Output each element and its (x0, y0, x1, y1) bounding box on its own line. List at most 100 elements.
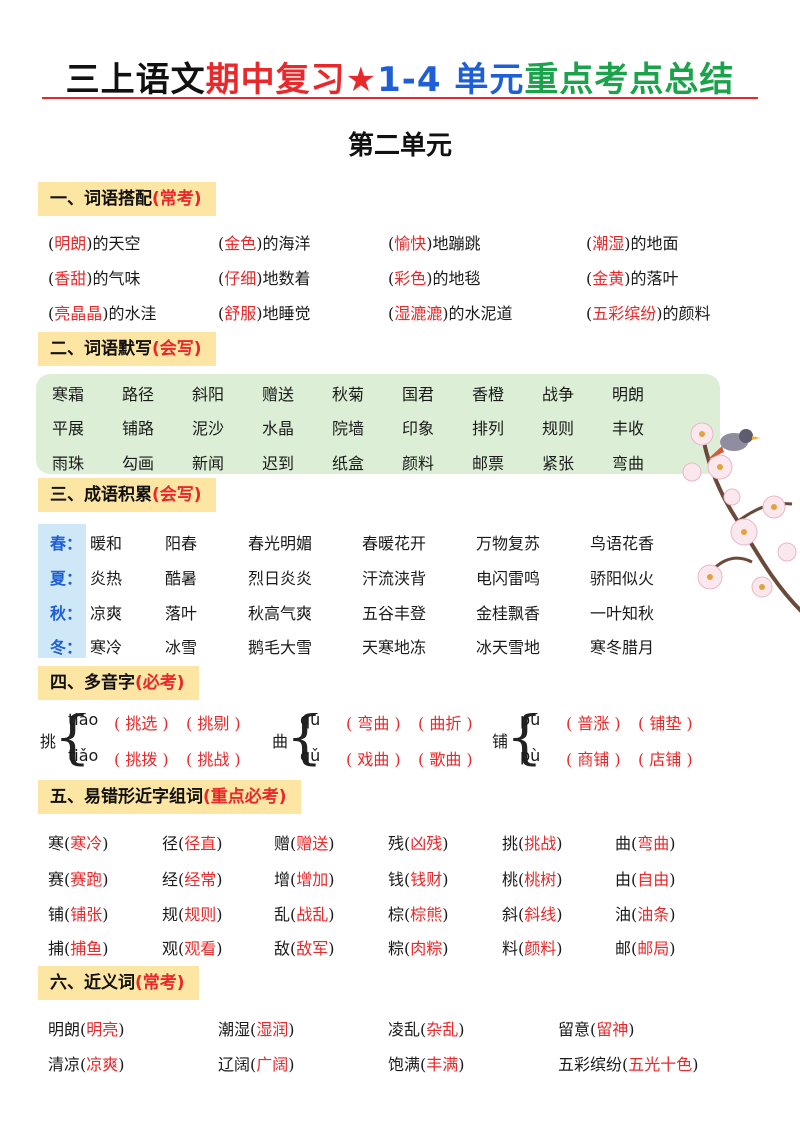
polyphone-word: ( 普涨 ) (566, 710, 621, 734)
base-char: 钱 (388, 870, 405, 889)
paren-open: ( (638, 714, 650, 733)
section-title: 二、词语默写 (50, 339, 152, 359)
phrase-tail: 的水泥道 (448, 304, 513, 323)
dictation-word: 弯曲 (612, 454, 645, 473)
paren-close: ) (328, 834, 335, 853)
answer-word: 自由 (637, 870, 670, 889)
paren-open: ( (80, 1055, 87, 1074)
paren-close: ) (681, 714, 693, 733)
paren-open: ( (250, 1055, 257, 1074)
paren-open: ( (388, 234, 395, 253)
paren-close: ) (389, 714, 401, 733)
paren-open: ( (404, 905, 411, 924)
paren-close: ) (102, 834, 109, 853)
idiom-word: 春暖花开 (362, 534, 427, 553)
paren-open: ( (418, 750, 430, 769)
answer-word: 赛跑 (70, 870, 103, 889)
similar-char-item: 粽(肉粽) (388, 935, 449, 959)
answer-word: 桃树 (524, 870, 557, 889)
dictation-word: 雨珠 (52, 454, 85, 473)
answer-word: 战乱 (296, 905, 329, 924)
dictation-word: 赠送 (262, 385, 295, 404)
base-char: 挑 (502, 834, 519, 853)
paren-open: ( (586, 304, 593, 323)
answer-word: 油条 (637, 905, 670, 924)
paren-open: ( (388, 304, 395, 323)
paren-close: ) (328, 870, 335, 889)
answer-word: 挑战 (197, 750, 230, 769)
pinyin-reading: tiǎo (68, 746, 99, 765)
polyphone-word: ( 挑剔 ) (186, 710, 241, 734)
paren-close: ) (288, 1020, 295, 1039)
season-label: 冬： (50, 638, 83, 657)
dictation-word: 勾画 (122, 454, 155, 473)
similar-char-item: 挑(挑战) (502, 830, 563, 854)
synonym-item: 明朗(明亮) (48, 1016, 125, 1040)
synonym-item: 清凉(凉爽) (48, 1051, 125, 1075)
paren-open: ( (186, 714, 198, 733)
similar-char-item: 观(观看) (162, 935, 223, 959)
paren-open: ( (290, 939, 297, 958)
polyphone-word: ( 挑选 ) (114, 710, 169, 734)
base-char: 粽 (388, 939, 405, 958)
paren-close: ) (216, 939, 223, 958)
paren-close: ) (458, 1020, 465, 1039)
answer-word: 愉快 (394, 234, 427, 253)
base-char: 径 (162, 834, 179, 853)
paren-close: ) (442, 304, 449, 323)
similar-char-item: 寒(寒冷) (48, 830, 109, 854)
answer-word: 明朗 (54, 234, 87, 253)
idiom-word: 冰天雪地 (476, 638, 541, 657)
section-heading-similar-chars: 五、易错形近字组词(重点必考) (38, 780, 301, 814)
answer-word: 铺垫 (649, 714, 682, 733)
paren-close: ) (288, 1055, 295, 1074)
dictation-word: 紧张 (542, 454, 575, 473)
paren-open: ( (218, 304, 225, 323)
section-tag: (必考) (135, 673, 185, 693)
dictation-word: 战争 (542, 385, 575, 404)
base-char: 敌 (274, 939, 291, 958)
similar-char-item: 赠(赠送) (274, 830, 335, 854)
base-char: 油 (615, 905, 632, 924)
answer-word: 经常 (184, 870, 217, 889)
answer-word: 铺张 (70, 905, 103, 924)
polyphone-word: ( 商铺 ) (566, 746, 621, 770)
paren-close: ) (157, 750, 169, 769)
dictation-word: 新闻 (192, 454, 225, 473)
phrase-tail: 地睡觉 (262, 304, 311, 323)
paren-open: ( (631, 870, 638, 889)
answer-word: 寒冷 (70, 834, 103, 853)
base-char: 寒 (48, 834, 65, 853)
dictation-box (36, 374, 720, 474)
paren-close: ) (229, 750, 241, 769)
base-char: 增 (274, 870, 291, 889)
paren-close: ) (229, 714, 241, 733)
similar-char-item: 棕(棕熊) (388, 901, 449, 925)
answer-word: 香甜 (54, 269, 87, 288)
phrase-tail: 地数着 (262, 269, 311, 288)
paren-close: ) (669, 834, 676, 853)
answer-word: 弯曲 (637, 834, 670, 853)
paren-close: ) (556, 939, 563, 958)
paren-close: ) (442, 905, 449, 924)
dictation-word: 邮票 (472, 454, 505, 473)
answer-word: 明亮 (86, 1020, 119, 1039)
similar-char-item: 敌(敌军) (274, 935, 335, 959)
similar-char-item: 残(凶残) (388, 830, 449, 854)
polyphone-word: ( 店铺 ) (638, 746, 693, 770)
base-char: 棕 (388, 905, 405, 924)
collocation-item: (潮湿)的地面 (586, 230, 679, 254)
paren-close: ) (442, 939, 449, 958)
similar-char-item: 由(自由) (615, 866, 676, 890)
polyphone-word: ( 弯曲 ) (346, 710, 401, 734)
star-icon: ★ (345, 60, 378, 100)
paren-open: ( (586, 269, 593, 288)
base-word: 明朗 (48, 1020, 81, 1039)
answer-word: 湿润 (256, 1020, 289, 1039)
base-word: 饱满 (388, 1055, 421, 1074)
answer-word: 挑拨 (125, 750, 158, 769)
polyphone-word: ( 挑拨 ) (114, 746, 169, 770)
season-label: 春： (50, 534, 83, 553)
similar-char-item: 斜(斜线) (502, 901, 563, 925)
paren-open: ( (638, 750, 650, 769)
